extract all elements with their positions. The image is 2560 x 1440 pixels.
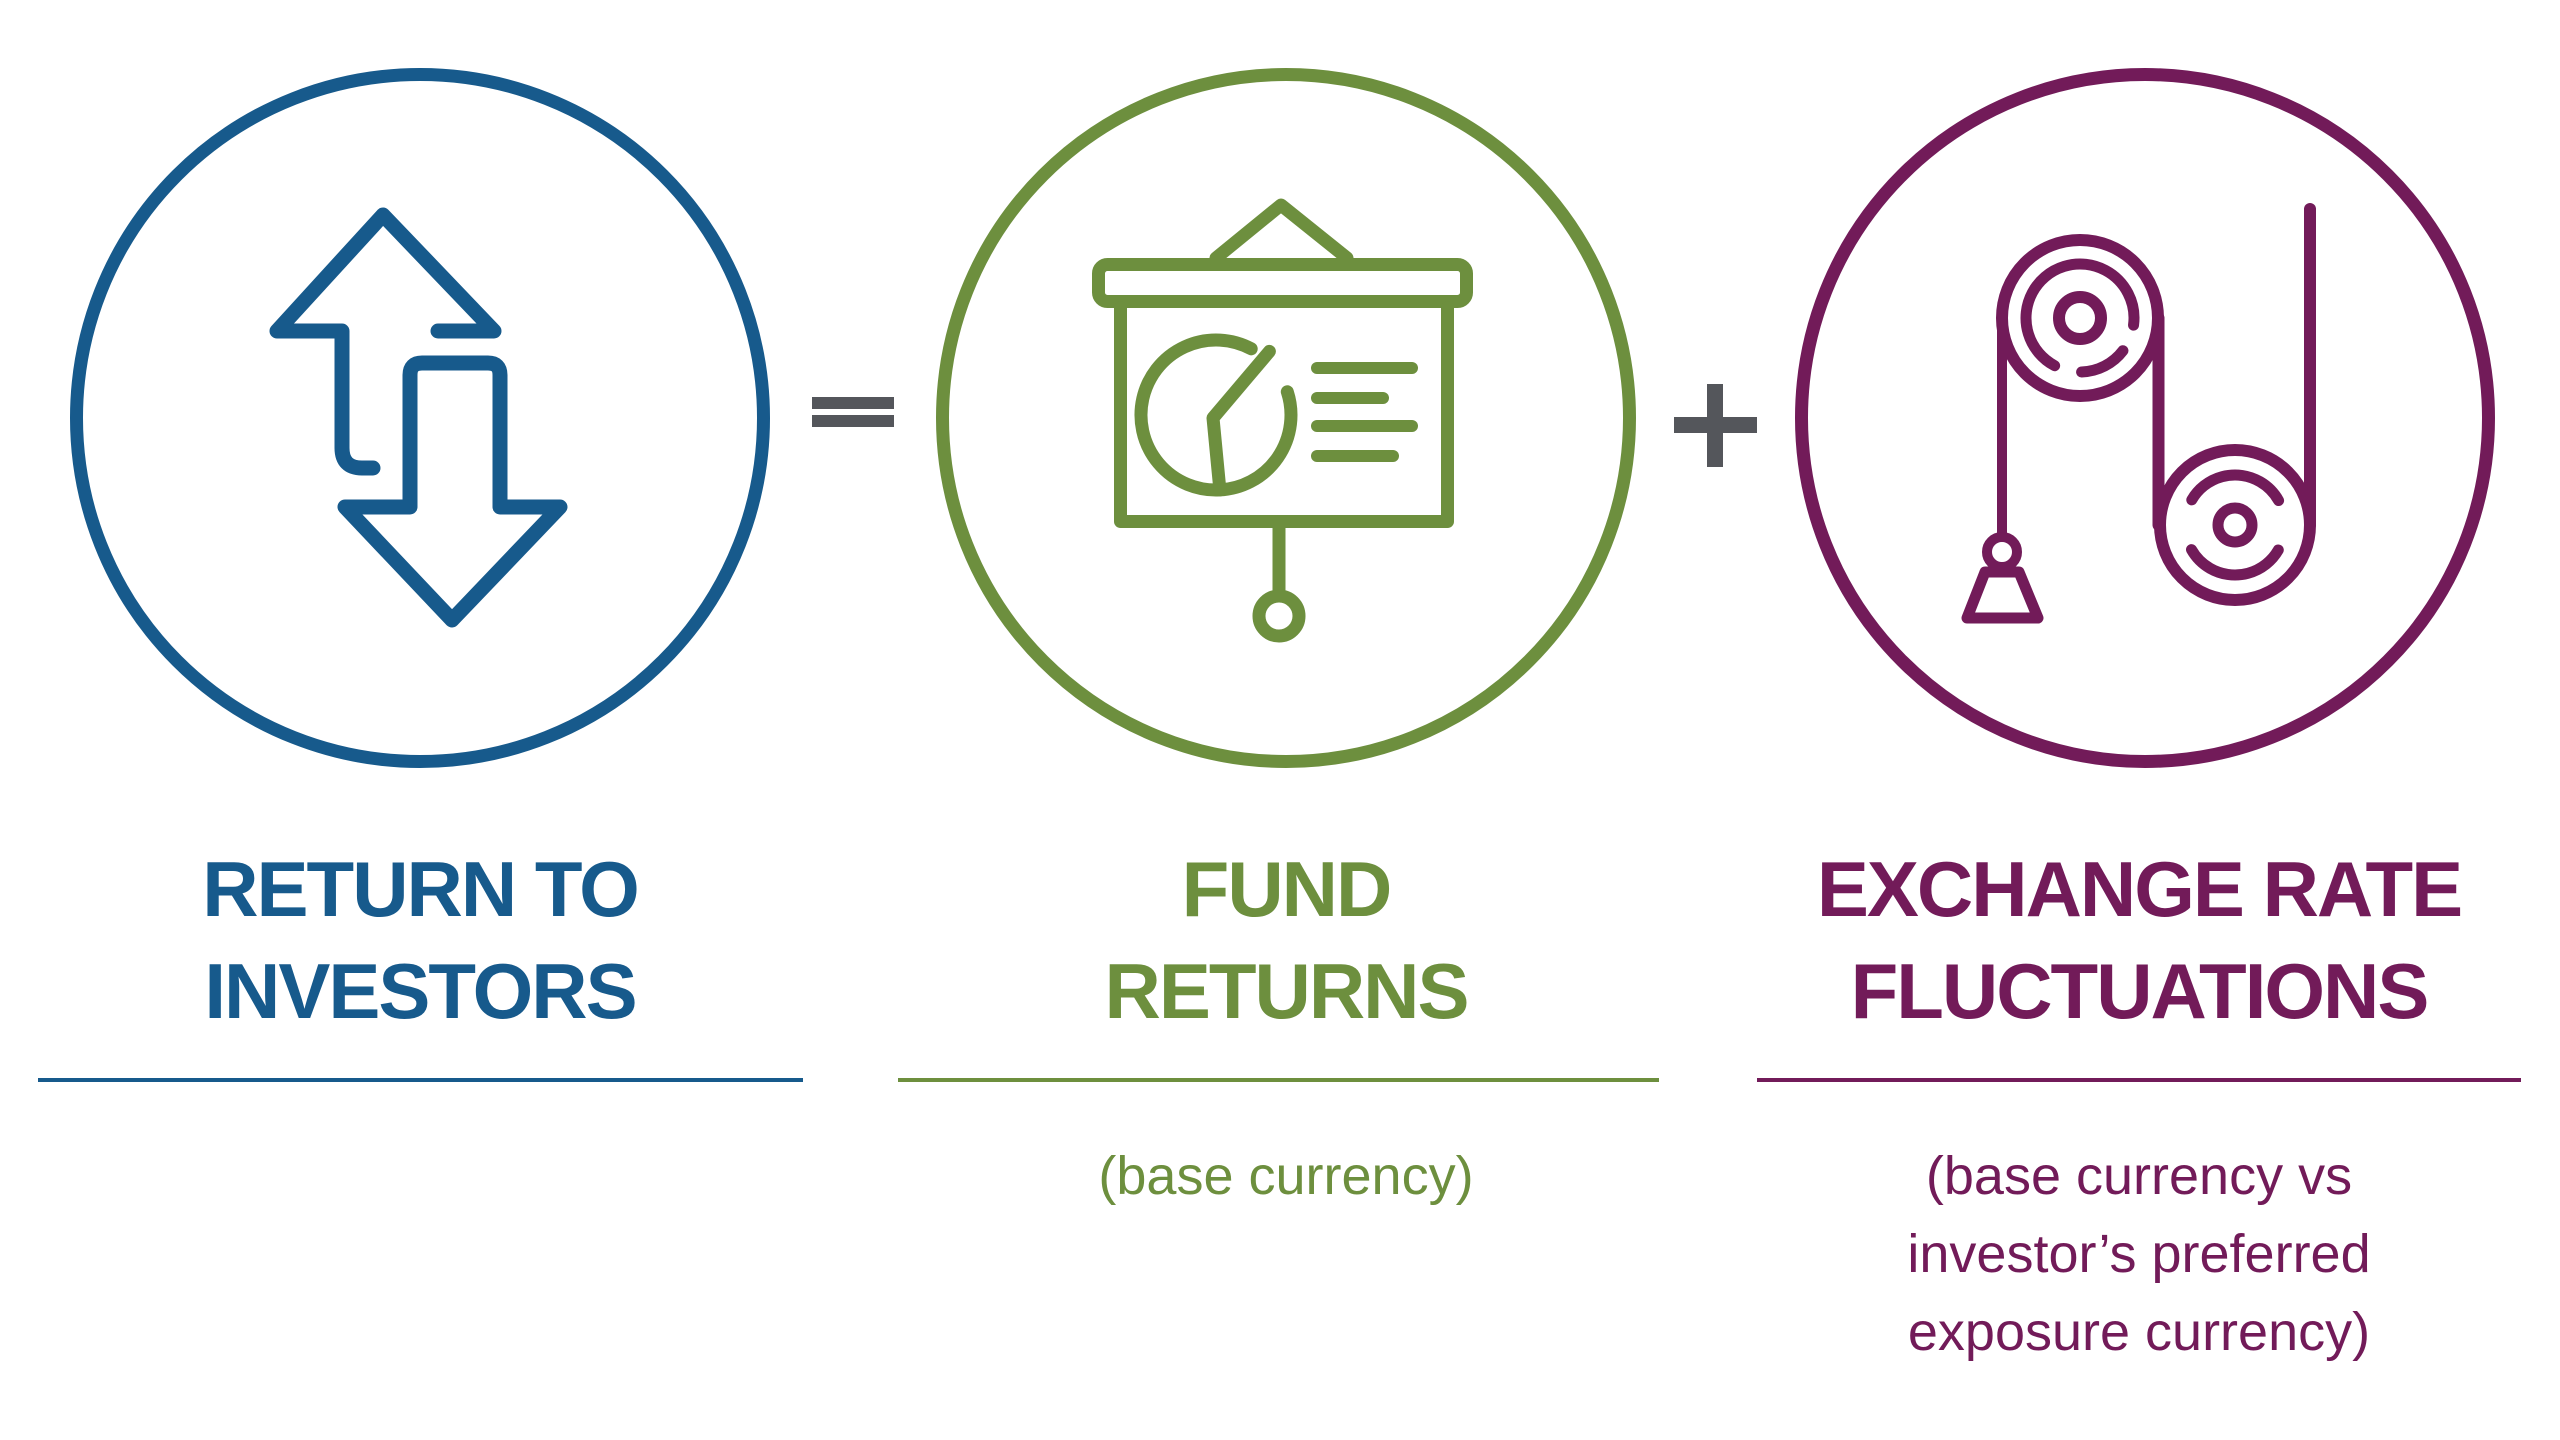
title-line: RETURNS [1104,947,1469,1035]
equals-bar-bottom [812,415,894,427]
caption-line: exposure currency) [1907,1302,2371,1362]
title-line: RETURN TO [202,845,640,933]
exchange-rate-caption: (base currency vs investor’s preferred e… [1739,1137,2539,1371]
exchange-rate-title: EXCHANGE RATE FLUCTUATIONS [1739,838,2539,1042]
fund-returns-caption: (base currency) [886,1137,1686,1215]
return-to-investors-circle [70,68,770,768]
return-to-investors-title: RETURN TO INVESTORS [20,838,820,1042]
divider-purple [1757,1078,2521,1082]
plus-bar-vertical [1707,384,1723,467]
fund-returns-circle [936,68,1636,768]
title-line: FUND [1181,845,1393,933]
caption-line: investor’s preferred [1907,1224,2371,1284]
exchange-rate-circle [1795,68,2495,768]
title-line: INVESTORS [204,947,637,1035]
up-down-arrows-icon [269,207,568,628]
title-line: FLUCTUATIONS [1850,947,2430,1035]
fund-returns-title: FUND RETURNS [886,838,1686,1042]
title-line: EXCHANGE RATE [1816,845,2463,933]
divider-blue [38,1078,803,1082]
caption-line: (base currency) [1098,1146,1474,1206]
equals-bar-top [812,397,894,409]
divider-green [898,1078,1659,1082]
caption-line: (base currency vs [1925,1146,2353,1206]
presentation-pie-chart-icon [1092,198,1473,643]
pulley-icon [1961,203,2316,624]
